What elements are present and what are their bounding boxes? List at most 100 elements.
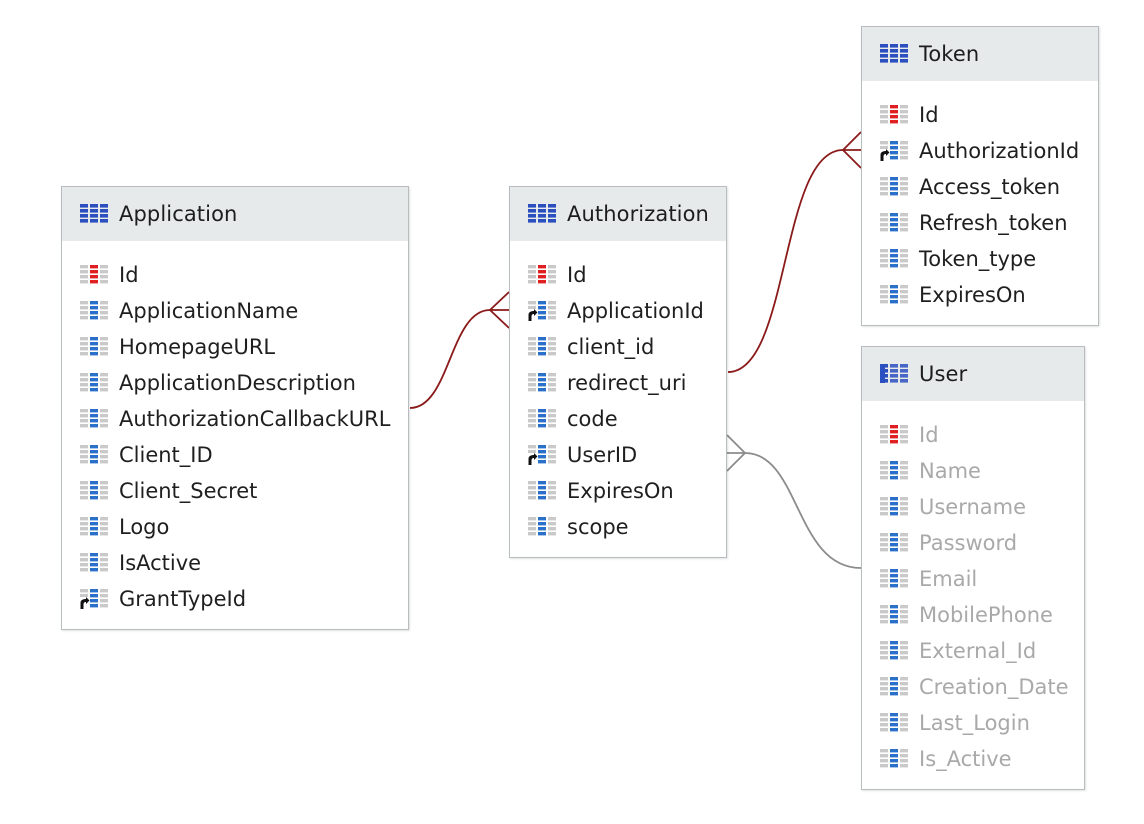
entity-header[interactable]: Authorization: [510, 187, 726, 241]
field-label: Name: [919, 459, 981, 483]
field-row[interactable]: Id: [62, 257, 408, 293]
relation-authorization-token[interactable]: [727, 149, 844, 373]
column-icon: [79, 552, 109, 574]
primary-key-icon: [79, 264, 109, 286]
foreign-key-icon: [527, 444, 557, 466]
field-label: Id: [567, 263, 587, 287]
field-label: HomepageURL: [119, 335, 276, 359]
crowfoot-authorization-userid: [726, 434, 747, 472]
column-icon: [879, 568, 909, 590]
field-row[interactable]: redirect_uri: [510, 365, 726, 401]
field-label: Last_Login: [919, 711, 1030, 735]
crowfoot-authorization-applicationid: [488, 291, 510, 329]
field-row[interactable]: ApplicationDescription: [62, 365, 408, 401]
field-row[interactable]: ExpiresOn: [862, 277, 1098, 313]
field-row[interactable]: HomepageURL: [62, 329, 408, 365]
field-row[interactable]: Is_Active: [862, 741, 1084, 777]
table-icon: [527, 203, 557, 225]
field-row[interactable]: Name: [862, 453, 1084, 489]
field-label: code: [567, 407, 618, 431]
field-row[interactable]: Username: [862, 489, 1084, 525]
field-label: UserID: [567, 443, 638, 467]
field-label: AuthorizationId: [919, 139, 1080, 163]
field-row[interactable]: client_id: [510, 329, 726, 365]
column-icon: [879, 604, 909, 626]
field-label: Client_Secret: [119, 479, 258, 503]
column-icon: [879, 176, 909, 198]
field-label: GrantTypeId: [119, 587, 247, 611]
field-row[interactable]: UserID: [510, 437, 726, 473]
field-row[interactable]: AuthorizationCallbackURL: [62, 401, 408, 437]
field-row[interactable]: Client_ID: [62, 437, 408, 473]
field-label: ApplicationDescription: [119, 371, 356, 395]
field-row[interactable]: Last_Login: [862, 705, 1084, 741]
field-row[interactable]: ExpiresOn: [510, 473, 726, 509]
field-row[interactable]: Id: [862, 97, 1098, 133]
column-icon: [879, 532, 909, 554]
column-icon: [79, 300, 109, 322]
field-label: redirect_uri: [567, 371, 687, 395]
field-label: Email: [919, 567, 978, 591]
field-label: Token_type: [919, 247, 1037, 271]
field-row[interactable]: Creation_Date: [862, 669, 1084, 705]
field-row[interactable]: ApplicationId: [510, 293, 726, 329]
field-row[interactable]: Access_token: [862, 169, 1098, 205]
field-row[interactable]: Client_Secret: [62, 473, 408, 509]
table-icon: [79, 203, 109, 225]
column-icon: [527, 372, 557, 394]
field-label: External_Id: [919, 639, 1037, 663]
field-row[interactable]: Id: [510, 257, 726, 293]
field-label: Access_token: [919, 175, 1061, 199]
field-label: Id: [119, 263, 139, 287]
field-row[interactable]: Id: [862, 417, 1084, 453]
column-icon: [79, 516, 109, 538]
primary-key-icon: [879, 424, 909, 446]
field-row[interactable]: Logo: [62, 509, 408, 545]
entity-header[interactable]: User: [862, 347, 1084, 401]
field-label: ApplicationId: [567, 299, 704, 323]
field-row[interactable]: Password: [862, 525, 1084, 561]
field-row[interactable]: Email: [862, 561, 1084, 597]
field-label: client_id: [567, 335, 655, 359]
entity-header[interactable]: Token: [862, 27, 1098, 81]
field-label: Password: [919, 531, 1018, 555]
column-icon: [79, 444, 109, 466]
field-row[interactable]: AuthorizationId: [862, 133, 1098, 169]
field-row[interactable]: Refresh_token: [862, 205, 1098, 241]
column-icon: [527, 336, 557, 358]
entity-title: User: [919, 362, 968, 386]
field-row[interactable]: code: [510, 401, 726, 437]
field-row[interactable]: MobilePhone: [862, 597, 1084, 633]
field-row[interactable]: ApplicationName: [62, 293, 408, 329]
field-row[interactable]: IsActive: [62, 545, 408, 581]
field-row[interactable]: GrantTypeId: [62, 581, 408, 617]
entity-header[interactable]: Application: [62, 187, 408, 241]
field-row[interactable]: External_Id: [862, 633, 1084, 669]
column-icon: [879, 284, 909, 306]
entity-title: Token: [919, 42, 980, 66]
foreign-key-icon: [527, 300, 557, 322]
column-icon: [879, 712, 909, 734]
primary-key-icon: [527, 264, 557, 286]
column-icon: [527, 480, 557, 502]
table-icon: [879, 43, 909, 65]
field-row[interactable]: scope: [510, 509, 726, 545]
crowfoot-token-authorizationid: [841, 131, 862, 169]
relation-application-authorization[interactable]: [409, 309, 491, 409]
field-label: Refresh_token: [919, 211, 1068, 235]
table-icon-alt: [879, 363, 909, 385]
column-icon: [879, 212, 909, 234]
field-row[interactable]: Token_type: [862, 241, 1098, 277]
entity-title: Application: [119, 202, 238, 226]
relation-authorization-user[interactable]: [744, 452, 862, 569]
field-label: Id: [919, 103, 939, 127]
column-icon: [879, 460, 909, 482]
column-icon: [879, 248, 909, 270]
